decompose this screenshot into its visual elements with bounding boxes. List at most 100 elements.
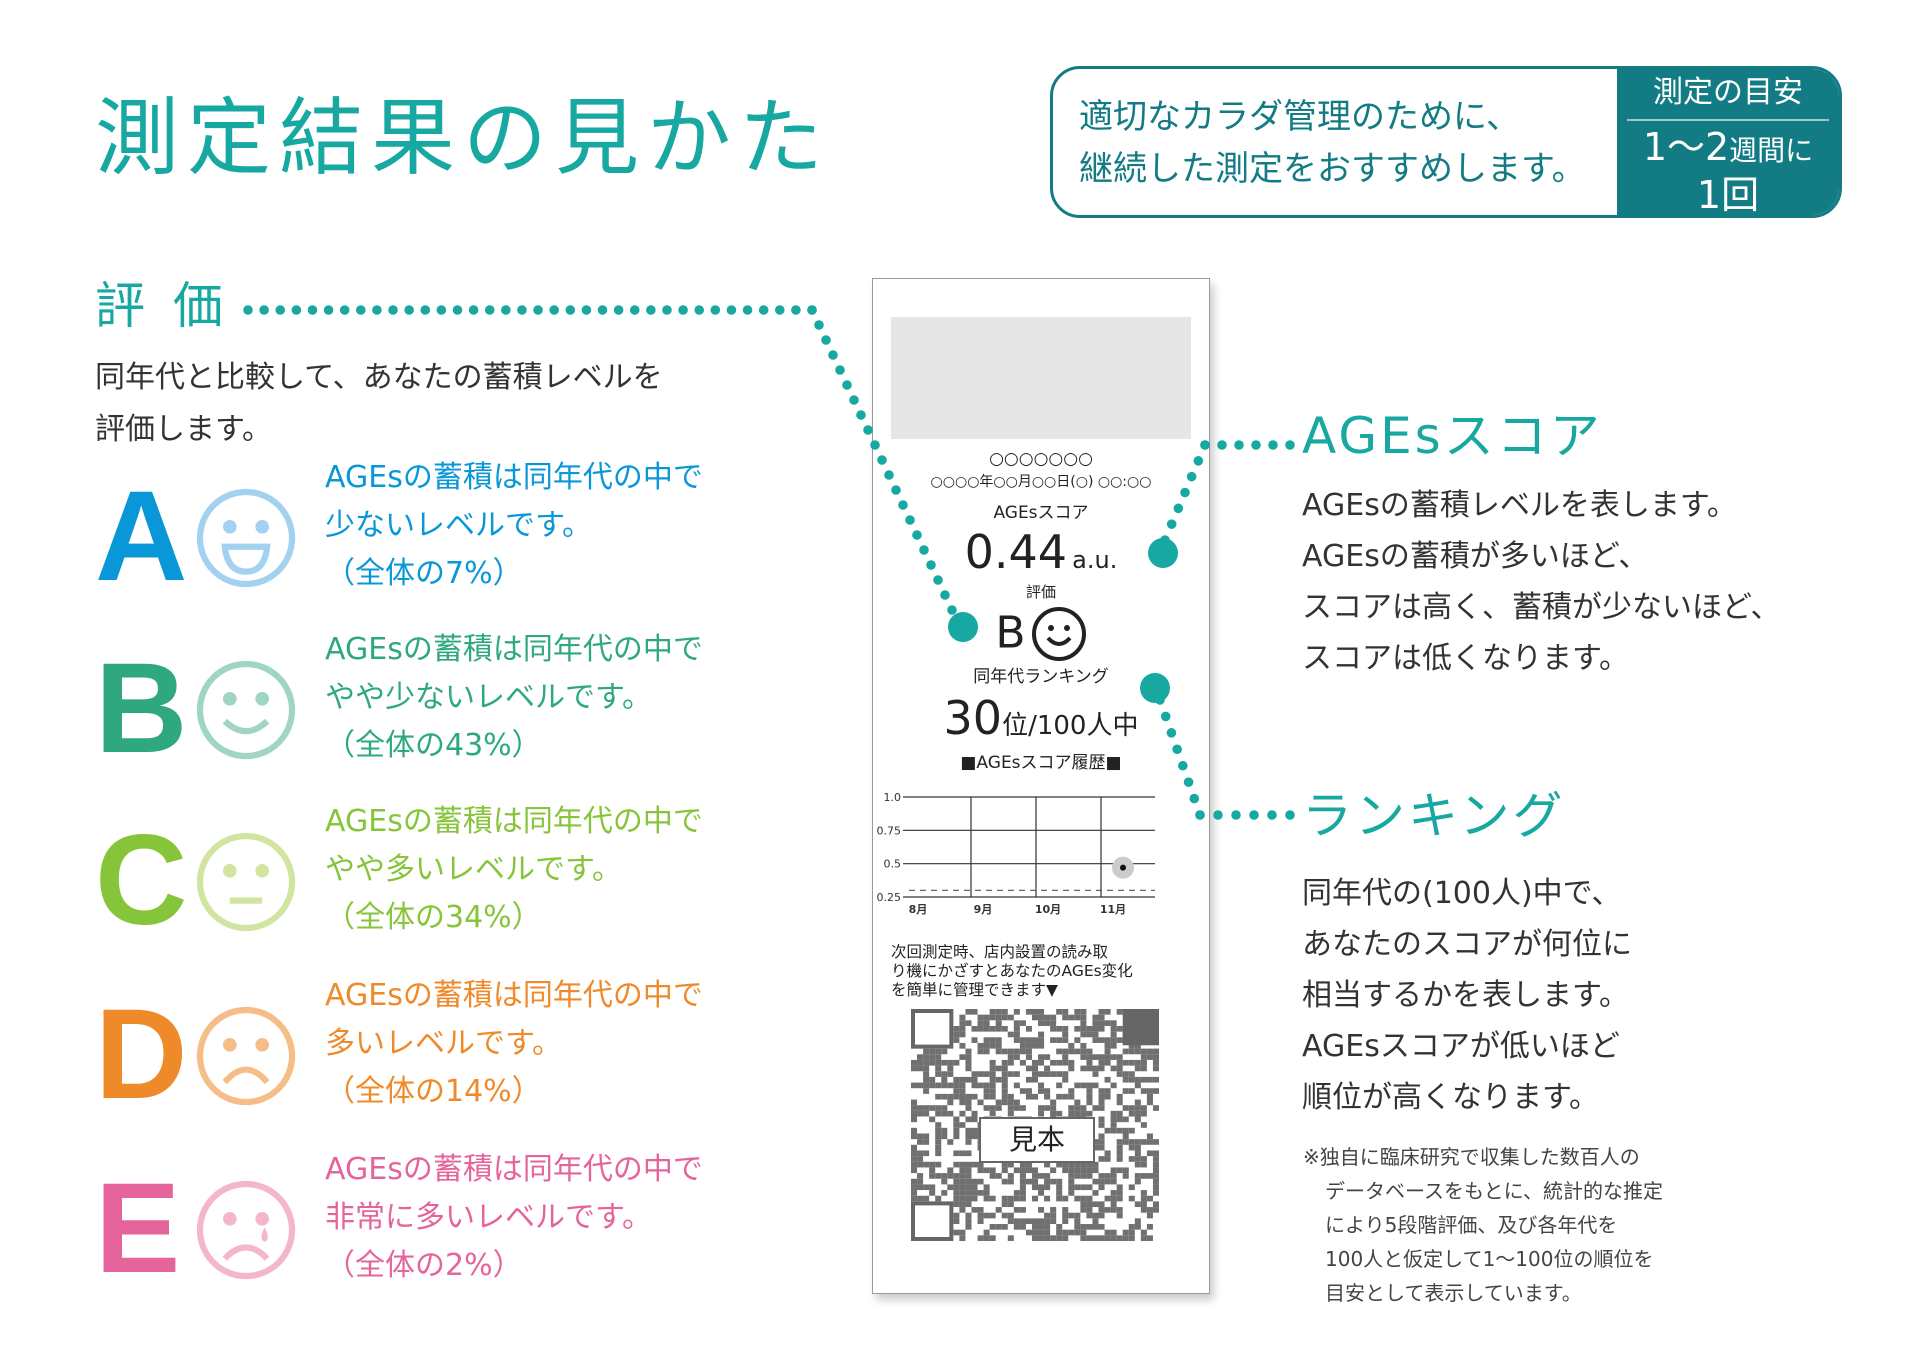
grade-percent: （全体の14%） <box>325 1074 542 1109</box>
ranking-desc-line: 同年代の(100人)中で、 <box>1302 876 1622 911</box>
score-connector-dot <box>1251 440 1261 450</box>
evaluation-connector-dot <box>404 305 414 315</box>
evaluation-connector-dot <box>646 305 656 315</box>
grade-letter: E <box>95 1157 181 1300</box>
evaluation-connector-dot <box>372 305 382 315</box>
grade-letter: A <box>95 465 188 608</box>
y-tick-label: 0.75 <box>877 824 902 837</box>
receipt-rank-value: 30 <box>943 691 1003 745</box>
frown-face-icon <box>196 1006 296 1106</box>
score-desc-line: スコアは高く、蓄積が少ないほど、 <box>1302 590 1781 625</box>
score-connector-dot <box>1268 440 1278 450</box>
grade-desc-line: AGEsの蓄積は同年代の中で <box>325 978 703 1013</box>
evaluation-connector-dot <box>835 365 845 375</box>
receipt-score: 0.44 a.u. <box>873 525 1209 579</box>
evaluation-connector-dot <box>828 350 838 360</box>
grade-desc-line: 非常に多いレベルです。 <box>325 1200 652 1235</box>
grade-letter: D <box>95 983 188 1126</box>
receipt-grade-letter: B <box>995 607 1026 659</box>
x-tick-label: 10月 <box>1035 903 1061 916</box>
ranking-heading: ランキング <box>1302 787 1566 845</box>
grade-row-c: C AGEsの蓄積は同年代の中で やや多いレベルです。 （全体の34%） <box>95 804 795 956</box>
ranking-connector-dot <box>1231 810 1241 820</box>
guide-unit: 週間に <box>1729 134 1814 167</box>
qr-instructions: 次回測定時、店内設置の読み取 り機にかざすとあなたのAGEs変化 を簡単に管理で… <box>891 943 1133 1000</box>
recommend-line-2: 継続した測定をおすすめします。 <box>1079 149 1586 189</box>
grade-description: AGEsの蓄積は同年代の中で 非常に多いレベルです。 （全体の2%） <box>325 1146 703 1290</box>
ages-score-heading: AGEsスコア <box>1302 407 1603 465</box>
footnote-line: ※独自に臨床研究で収集した数百人の <box>1303 1145 1640 1169</box>
evaluation-connector-dot <box>356 305 366 315</box>
evaluation-connector-dot <box>565 305 576 315</box>
footnote-line: 目安として表示しています。 <box>1325 1281 1582 1305</box>
evaluation-connector-dot <box>243 305 253 315</box>
grade-desc-line: AGEsの蓄積は同年代の中で <box>325 804 703 839</box>
evaluation-connector-dot <box>259 305 269 315</box>
smile-face-icon <box>1031 606 1086 661</box>
receipt-name: ○○○○○○○ <box>989 449 1093 469</box>
qr-code[interactable] <box>911 1009 1159 1241</box>
grade-desc-line: やや多いレベルです。 <box>325 852 622 887</box>
ranking-description: 同年代の(100人)中で、 あなたのスコアが何位に 相当するかを表します。 AG… <box>1302 868 1632 1123</box>
evaluation-connector-dot <box>501 305 511 315</box>
evaluation-connector-dot <box>581 305 592 315</box>
y-tick-label: 1.0 <box>884 791 902 804</box>
evaluation-connector-dot <box>597 305 608 315</box>
score-connector-dot <box>1234 440 1244 450</box>
evaluation-connector-dot <box>307 305 318 315</box>
qr-text-line: 次回測定時、店内設置の読み取 <box>891 943 1109 961</box>
evaluation-connector-dot <box>275 305 286 315</box>
evaluation-connector-dot <box>549 305 559 315</box>
recommendation-message: 適切なカラダ管理のために、 継続した測定をおすすめします。 <box>1053 69 1617 215</box>
receipt-eval-label: 評価 <box>1025 583 1056 601</box>
receipt-score-label: AGEsスコア <box>993 503 1089 523</box>
evaluation-connector-dot <box>774 305 785 315</box>
evaluation-connector-dot <box>814 320 824 330</box>
evaluation-description: 同年代と比較して、あなたの蓄積レベルを 評価します。 <box>95 352 663 456</box>
grade-desc-line: AGEsの蓄積は同年代の中で <box>325 460 703 495</box>
qr-text-line: り機にかざすとあなたのAGEs変化 <box>891 962 1133 980</box>
ranking-connector-dot <box>1267 810 1277 820</box>
evaluation-connector-dot <box>856 410 866 420</box>
x-tick-label: 8月 <box>909 903 928 916</box>
footnote-line: データベースをもとに、統計的な推定 <box>1325 1179 1663 1203</box>
grade-description: AGEsの蓄積は同年代の中で やや少ないレベルです。 （全体の43%） <box>325 626 703 770</box>
ranking-desc-line: 順位が高くなります。 <box>1302 1080 1599 1115</box>
grade-description: AGEsの蓄積は同年代の中で 多いレベルです。 （全体の14%） <box>325 972 703 1116</box>
evaluation-connector-dot <box>678 305 688 315</box>
grade-row-a: A AGEsの蓄積は同年代の中で 少ないレベルです。 （全体の7%） <box>95 460 795 612</box>
evaluation-connector-dot <box>323 305 334 315</box>
grade-desc-line: AGEsの蓄積は同年代の中で <box>325 632 703 667</box>
grade-row-e: E AGEsの蓄積は同年代の中で 非常に多いレベルです。 （全体の2%） <box>95 1152 795 1304</box>
grade-desc-line: やや少ないレベルです。 <box>325 680 652 715</box>
evaluation-connector-dot <box>842 380 852 390</box>
qr-finder <box>911 1201 954 1241</box>
receipt-rank-suffix: 位/100人中 <box>1002 711 1139 741</box>
receipt-grade: B <box>873 603 1209 663</box>
evaluation-connector-dot <box>849 395 859 405</box>
grade-description: AGEsの蓄積は同年代の中で 少ないレベルです。 （全体の7%） <box>325 454 703 598</box>
evaluation-connector-dot <box>710 305 721 315</box>
evaluation-connector-dot <box>517 305 527 315</box>
grade-percent: （全体の7%） <box>325 556 523 591</box>
grade-letter: B <box>95 637 188 780</box>
evaluation-heading: 評 価 <box>95 277 229 335</box>
ages-score-description: AGEsの蓄積レベルを表します。 AGEsの蓄積が多いほど、 スコアは高く、蓄積… <box>1302 480 1781 684</box>
evaluation-connector-dot <box>807 305 817 315</box>
evaluation-connector-dot <box>694 305 704 315</box>
evaluation-connector-dot <box>533 305 543 315</box>
guide-label: 測定の目安 <box>1627 69 1829 121</box>
ranking-connector-dot <box>1285 810 1295 820</box>
evaluation-connector-dot <box>742 305 753 315</box>
grade-letter: C <box>95 809 188 952</box>
history-title: ■AGEsスコア履歴■ <box>960 753 1122 773</box>
y-tick-label: 0.5 <box>884 858 902 871</box>
ranking-desc-line: 相当するかを表します。 <box>1302 978 1629 1013</box>
receipt-score-value: 0.44 <box>964 525 1068 579</box>
receipt-rank: 30位/100人中 <box>873 691 1209 745</box>
score-connector-dot <box>1217 440 1227 450</box>
score-desc-line: AGEsの蓄積が多いほど、 <box>1302 539 1649 574</box>
evaluation-connector-dot <box>807 305 817 315</box>
neutral-face-icon <box>196 832 296 932</box>
